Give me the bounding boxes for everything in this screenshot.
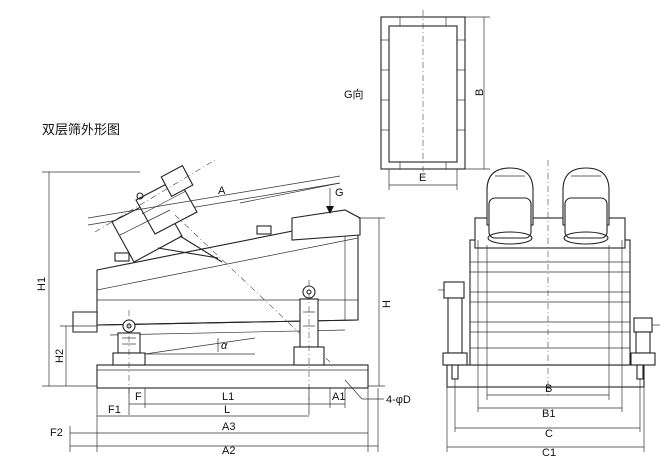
spring-support-right — [293, 280, 325, 400]
dim-label-f: F — [135, 391, 142, 403]
front-motor-left — [486, 167, 534, 245]
dim-label-c: C — [545, 428, 553, 440]
side-view: α G A H1 H2 H — [36, 159, 411, 457]
front-support-left — [438, 281, 468, 366]
front-dimension-lines — [446, 245, 645, 452]
dim-label-f1: F1 — [108, 404, 121, 416]
feed-box — [291, 209, 361, 241]
dim-label-h1: H1 — [36, 277, 48, 291]
front-support-right — [630, 317, 660, 366]
front-deck-lines — [470, 240, 630, 365]
dim-label-l: L — [224, 404, 230, 416]
dim-label-h: H — [381, 300, 393, 308]
dim-label-a1: A1 — [332, 391, 345, 403]
dim-label-f2: F2 — [50, 427, 63, 439]
discharge-lip — [72, 311, 98, 333]
dim-label-a2: A2 — [222, 445, 235, 457]
view-label-g: G向 — [344, 87, 364, 101]
lug-right — [256, 225, 272, 235]
dim-label-g: G — [335, 187, 344, 199]
front-view: B B1 C C1 — [438, 160, 660, 459]
top-view: G向 B E — [344, 10, 490, 190]
dim-label-b-front: B — [545, 383, 552, 395]
dim-label-e: E — [419, 172, 426, 184]
top-view-bolt-marks — [381, 17, 465, 169]
front-motor-right — [562, 167, 610, 245]
angle-label: α — [221, 340, 228, 352]
front-screen-body — [469, 239, 631, 366]
dim-label-h2: H2 — [54, 349, 66, 363]
vibration-motor — [94, 159, 331, 363]
drawing-title: 双层筛外形图 — [42, 123, 120, 138]
dim-label-hole: 4-φD — [386, 394, 411, 406]
dim-label-l1: L1 — [222, 391, 234, 403]
lug-left — [114, 252, 130, 262]
base-frame — [96, 364, 369, 389]
dim-label-a: A — [218, 185, 226, 197]
dim-label-a3: A3 — [222, 421, 235, 433]
dim-label-b1: B1 — [542, 408, 555, 420]
dim-label-c1: C1 — [542, 447, 556, 459]
dim-label-b-top: B — [474, 89, 486, 96]
